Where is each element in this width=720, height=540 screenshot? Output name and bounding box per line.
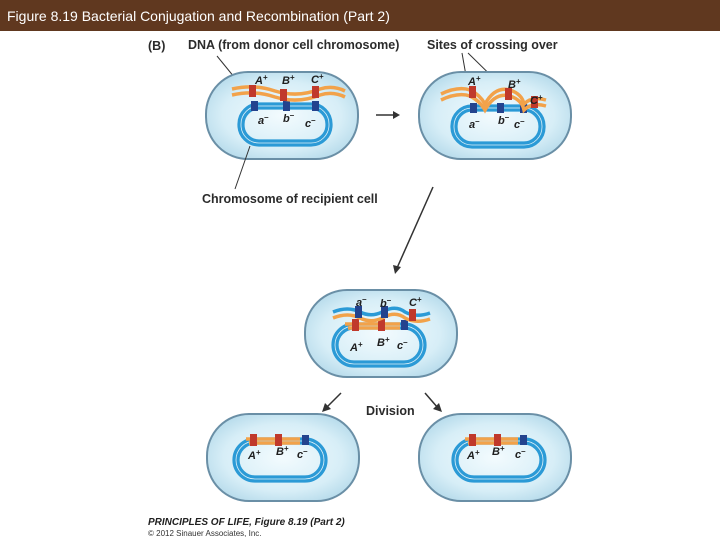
arrow-down-icon — [393, 265, 401, 274]
cell-2-crossing-over: A+ B+ C+ a– b– c– — [418, 71, 572, 160]
cell-2-label-c: c– — [514, 117, 525, 131]
cell-4-label-A: A+ — [247, 448, 261, 462]
crossing-sites-label: Sites of crossing over — [427, 38, 558, 52]
cell-5-daughter: A+ B+ c– — [418, 413, 572, 502]
cell-2-donor-strand-2 — [440, 92, 547, 114]
cell-1-marker-c — [312, 101, 319, 111]
recipient-leader — [234, 145, 251, 190]
cell-2-label-b: b– — [498, 113, 510, 127]
cell-5-label-A: A+ — [466, 448, 480, 462]
cell-1-marker-B — [280, 89, 287, 101]
cell-2-marker-B — [505, 88, 512, 100]
cell-4-label-B: B+ — [276, 444, 289, 458]
donor-dna-label: DNA (from donor cell chromosome) — [188, 38, 399, 52]
cell-1-donor-entry: A+ B+ C+ a– b– c– — [205, 71, 359, 160]
cell-1-marker-b — [283, 101, 290, 111]
copyright-line: © 2012 Sinauer Associates, Inc. — [148, 529, 262, 538]
cell-1-label-a: a– — [258, 113, 269, 127]
division-label: Division — [366, 404, 415, 418]
division-arrow-left-line — [325, 392, 342, 409]
cell-2-marker-b — [497, 103, 504, 113]
arrow-right-icon — [393, 111, 400, 119]
cell-2-marker-C — [531, 96, 538, 108]
cell-3-label-b: b– — [380, 296, 392, 310]
cell-3-marker-B — [378, 319, 385, 331]
cell-3-label-C: C+ — [409, 295, 422, 309]
arrow-down-line — [396, 186, 434, 269]
cell-2-marker-a — [470, 103, 477, 113]
cell-2-label-B: B+ — [508, 77, 521, 91]
cell-3-marker-c — [401, 320, 408, 330]
cell-2-label-A: A+ — [467, 74, 481, 88]
cell-2-marker-A — [469, 86, 476, 98]
cell-3-free-marker-a — [355, 306, 362, 318]
recipient-chromosome-label: Chromosome of recipient cell — [202, 192, 378, 206]
cell-4-marker-c — [302, 435, 309, 445]
cell-2-label-C: C+ — [530, 93, 543, 107]
cell-1-label-C: C+ — [311, 72, 324, 86]
cell-1-marker-a — [251, 101, 258, 111]
cell-1-label-A: A+ — [254, 73, 268, 87]
cell-2-donor-strand-1 — [440, 86, 547, 108]
cell-5-label-B: B+ — [492, 444, 505, 458]
panel-label: (B) — [148, 39, 165, 53]
credit-line: PRINCIPLES OF LIFE, Figure 8.19 (Part 2) — [148, 517, 345, 528]
cell-4-marker-B — [275, 434, 282, 446]
cell-5-marker-c — [520, 435, 527, 445]
cell-2-label-a: a– — [469, 117, 480, 131]
cell-3-free-marker-C — [409, 309, 416, 321]
cell-4-daughter: A+ B+ c– — [206, 413, 360, 502]
division-arrow-left-icon — [322, 403, 331, 412]
cell-5-marker-A — [469, 434, 476, 446]
cell-3-marker-A — [352, 319, 359, 331]
cell-4-label-c: c– — [297, 447, 308, 461]
cell-3-recombined: a– b– C+ A+ B+ c– — [304, 289, 458, 378]
cell-3-label-B: B+ — [377, 335, 390, 349]
cell-3-free-marker-b — [381, 306, 388, 318]
division-arrow-right-line — [424, 392, 439, 409]
division-arrow-right-icon — [433, 403, 442, 412]
title-bar: Figure 8.19 Bacterial Conjugation and Re… — [0, 0, 720, 31]
cell-3-label-A: A+ — [349, 340, 363, 354]
cell-4-marker-A — [250, 434, 257, 446]
cell-1-marker-C — [312, 86, 319, 98]
cell-1-label-B: B+ — [282, 73, 295, 87]
cell-5-marker-B — [494, 434, 501, 446]
cell-1-label-b: b– — [283, 111, 295, 125]
cell-1-marker-A — [249, 85, 256, 97]
figure-title: Figure 8.19 Bacterial Conjugation and Re… — [7, 8, 390, 24]
cell-1-label-c: c– — [305, 116, 316, 130]
cell-3-label-a: a– — [356, 295, 367, 309]
cell-3-label-c: c– — [397, 338, 408, 352]
cell-5-label-c: c– — [515, 447, 526, 461]
